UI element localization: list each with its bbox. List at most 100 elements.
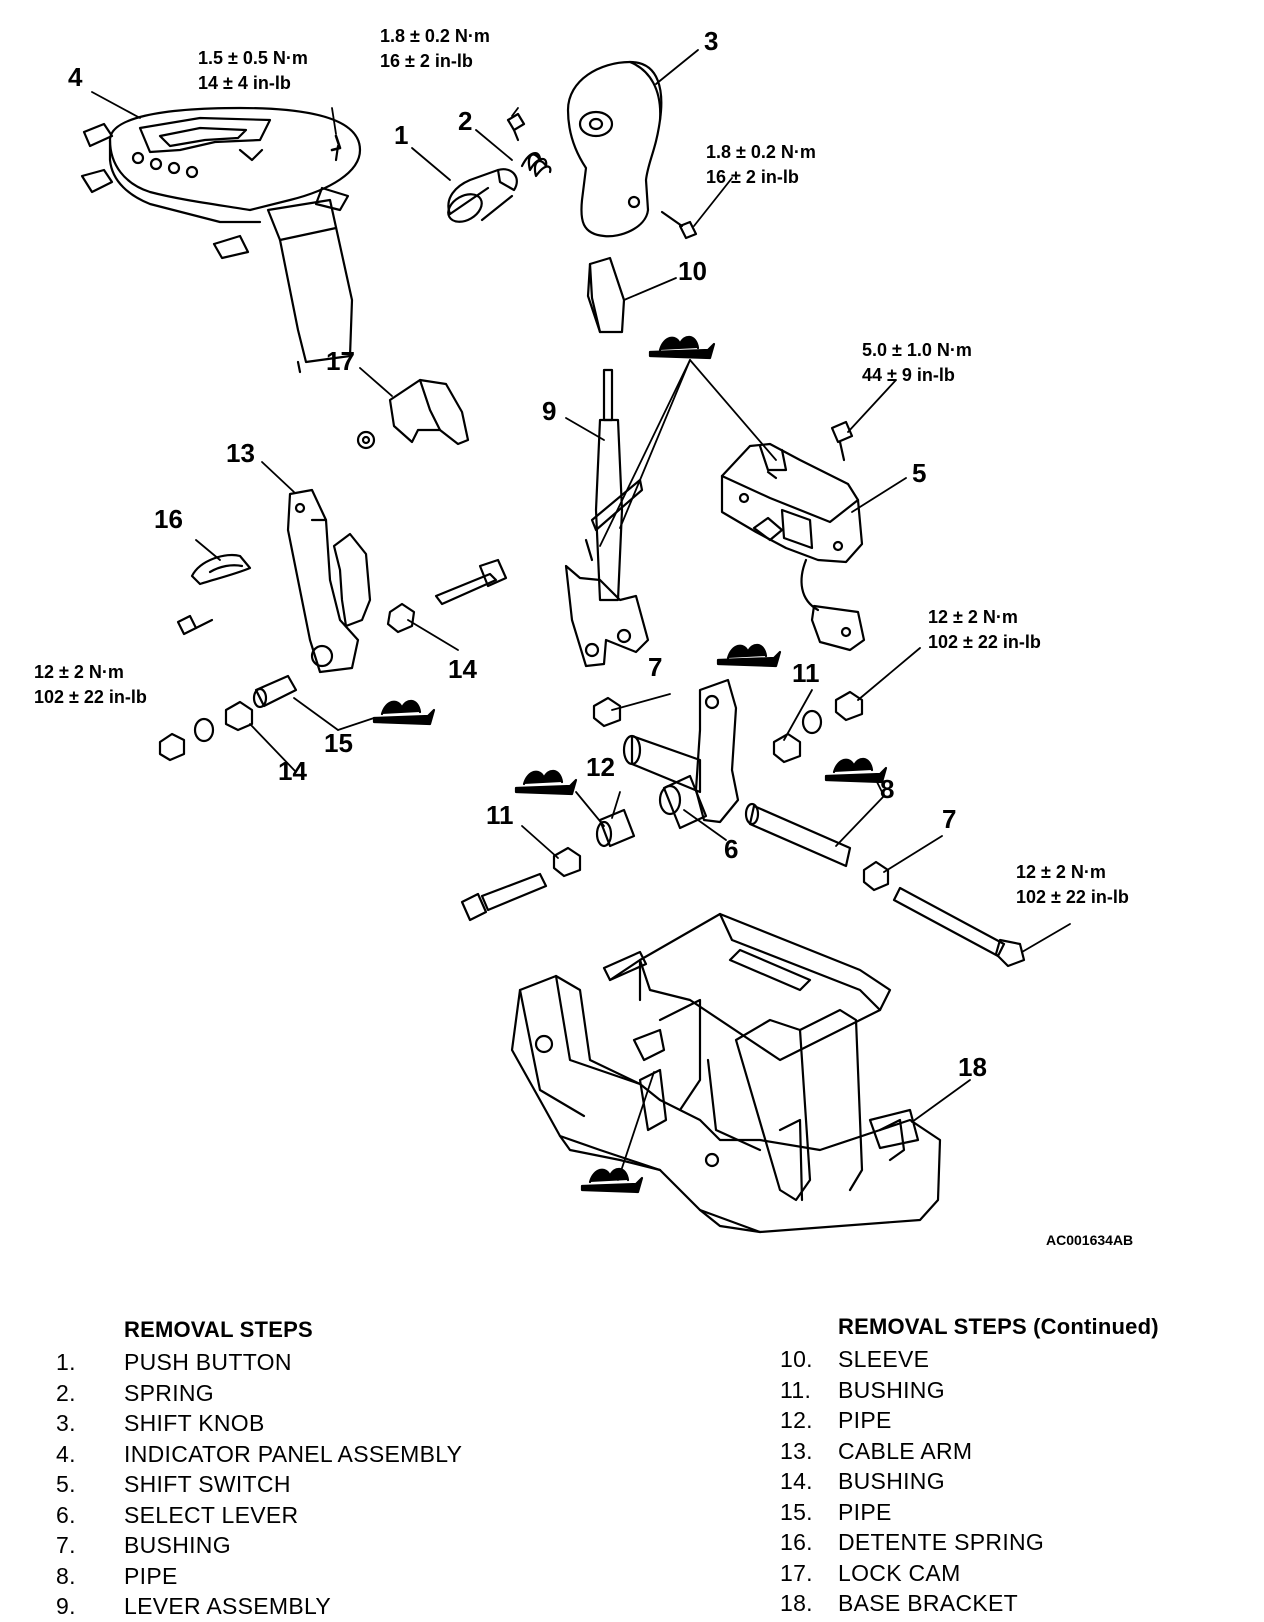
callout-number: 18 (958, 1052, 987, 1082)
torque-inlb: 16 ± 2 in-lb (380, 51, 473, 71)
callout-number: 12 (586, 752, 615, 782)
removal-steps-continued-list: REMOVAL STEPS (Continued) 10. SLEEVE 11. B… (780, 1314, 1159, 1619)
figure-code: AC001634AB (1046, 1232, 1134, 1248)
step-number: 10. (780, 1346, 813, 1372)
step-number: 18. (780, 1590, 813, 1616)
detente-spring (176, 553, 252, 636)
step-number: 1. (56, 1349, 76, 1375)
list-item: 18.BASE BRACKET (780, 1588, 1159, 1619)
callout-number: 11 (792, 658, 820, 688)
callout-number: 7 (648, 652, 663, 682)
callout-number: 8 (880, 774, 895, 804)
torque-inlb: 102 ± 22 in-lb (928, 632, 1041, 652)
pipe (595, 808, 636, 848)
bolt (830, 420, 854, 462)
step-number: 4. (56, 1440, 76, 1467)
torque-spec: 12 ± 2 N·m 102 ± 22 in-lb (34, 660, 147, 710)
step-number: 16. (780, 1529, 813, 1555)
torque-inlb: 102 ± 22 in-lb (34, 687, 147, 707)
torque-spec: 12 ± 2 N·m 102 ± 22 in-lb (928, 605, 1041, 655)
nut (158, 700, 254, 762)
step-number: 13. (780, 1437, 813, 1464)
list-item: 14. BUSHING (780, 1466, 1159, 1497)
torque-nm: 12 ± 2 N·m (1016, 862, 1106, 882)
callout-number: 13 (226, 438, 255, 468)
list-item: 12.PIPE (780, 1405, 1159, 1436)
pipe (744, 802, 852, 868)
step-label: INDICATOR PANEL ASSEMBLY (124, 1440, 463, 1467)
step-number: 9. (56, 1593, 76, 1619)
removal-steps-heading: REMOVAL STEPS (124, 1317, 313, 1342)
sleeve (586, 256, 626, 334)
bushing (552, 690, 890, 892)
pipe (252, 674, 298, 709)
step-label: BUSHING (124, 1532, 231, 1558)
list-item: 10. SLEEVE (780, 1344, 1159, 1375)
list-item: 11. BUSHING (780, 1375, 1159, 1406)
step-number: 14. (780, 1468, 813, 1494)
callout-number: 7 (942, 804, 957, 834)
torque-nm: 12 ± 2 N·m (34, 662, 124, 682)
torque-inlb: 102 ± 22 in-lb (1016, 887, 1129, 907)
torque-nm: 1.8 ± 0.2 N·m (706, 142, 816, 162)
list-item: 6.SELECT LEVER (56, 1500, 462, 1531)
bolt (434, 558, 508, 606)
step-label: CABLE ARM (838, 1437, 973, 1464)
callout-number: 14 (278, 756, 307, 786)
list-item: 1.PUSH BUTTON (56, 1347, 462, 1378)
step-label: SLEEVE (838, 1346, 930, 1372)
list-item: 2. SPRING (56, 1378, 462, 1409)
step-label: PIPE (124, 1562, 178, 1589)
step-label: LOCK CAM (838, 1559, 961, 1586)
step-number: 11. (780, 1376, 812, 1403)
select-lever (622, 678, 740, 830)
step-label: BUSHING (838, 1468, 945, 1494)
step-number: 7. (56, 1532, 76, 1558)
step-label: BUSHING (838, 1376, 945, 1403)
screw (506, 112, 526, 142)
list-item: 7. BUSHING (56, 1530, 462, 1561)
callout-number: 2 (458, 106, 473, 136)
list-item: 15.PIPE (780, 1497, 1159, 1528)
base-bracket (510, 912, 942, 1234)
torque-nm: 12 ± 2 N·m (928, 607, 1018, 627)
shift-switch (720, 442, 866, 652)
torque-inlb: 44 ± 9 in-lb (862, 365, 955, 385)
torque-nm: 1.8 ± 0.2 N·m (380, 26, 490, 46)
callout-number: 15 (324, 728, 353, 758)
lever-assembly (564, 368, 650, 668)
callout-number: 1 (394, 120, 409, 150)
step-label: SHIFT KNOB (124, 1410, 265, 1436)
grease-marks (372, 335, 888, 1194)
step-number: 8. (56, 1562, 76, 1589)
exploded-view-diagram (80, 49, 1071, 1234)
step-number: 2. (56, 1379, 76, 1406)
list-item: 8. PIPE (56, 1561, 462, 1592)
step-number: 6. (56, 1501, 76, 1528)
step-number: 12. (780, 1407, 813, 1433)
lock-cam (356, 378, 470, 450)
step-number: 15. (780, 1498, 813, 1525)
shift-knob (566, 60, 698, 240)
list-item: 5.SHIFT SWITCH (56, 1469, 462, 1500)
cable-arm (286, 488, 372, 674)
spring (520, 152, 552, 178)
list-item: 4. INDICATOR PANEL ASSEMBLY (56, 1439, 462, 1470)
bushing (386, 602, 416, 634)
callout-number: 16 (154, 504, 183, 534)
callout-number: 5 (912, 458, 927, 488)
callout-number: 6 (724, 834, 739, 864)
torque-spec: 5.0 ± 1.0 N·m 44 ± 9 in-lb (862, 338, 972, 388)
step-label: SPRING (124, 1379, 214, 1406)
torque-inlb: 14 ± 4 in-lb (198, 73, 291, 93)
step-label: DETENTE SPRING (838, 1529, 1045, 1555)
torque-nm: 1.5 ± 0.5 N·m (198, 48, 308, 68)
callout-number: 10 (678, 256, 707, 286)
push-button (447, 168, 518, 223)
callout-number: 11 (486, 800, 514, 830)
torque-spec: 1.8 ± 0.2 N·m 16 ± 2 in-lb (380, 24, 490, 74)
step-label: SHIFT SWITCH (124, 1471, 291, 1497)
indicator-panel-assembly (80, 106, 362, 374)
removal-steps-continued-heading: REMOVAL STEPS (Continued) (838, 1314, 1159, 1339)
step-number: 3. (56, 1410, 76, 1436)
